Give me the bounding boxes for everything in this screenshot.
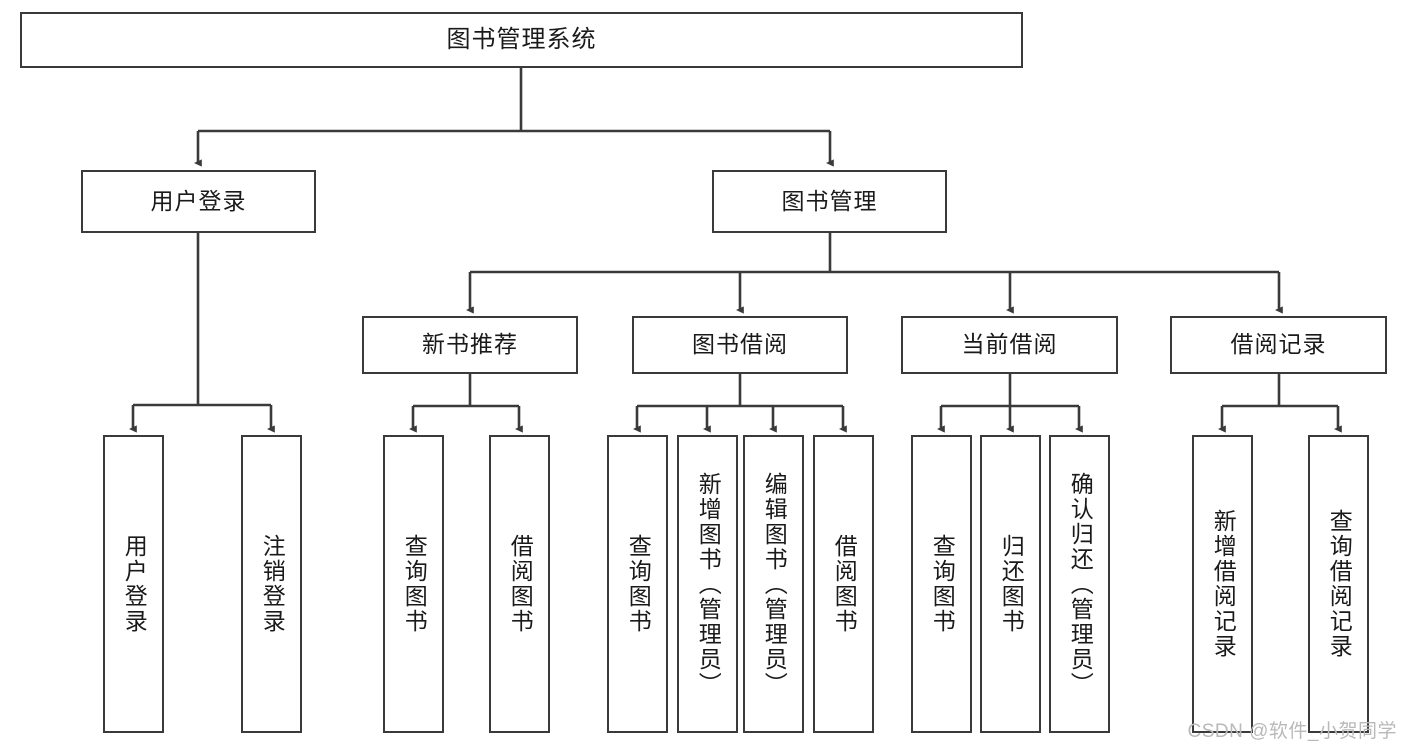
node-label: 确认归还（管理员）	[1067, 471, 1094, 697]
node-label: 注销登录	[259, 534, 286, 634]
node-label: 新书推荐	[422, 331, 518, 358]
node-current-borrow[interactable]: 当前借阅	[901, 316, 1118, 374]
node-label: 查询图书	[625, 534, 652, 634]
leaf-query-book-recommend[interactable]: 查询图书	[383, 435, 444, 733]
node-label: 当前借阅	[961, 331, 1058, 358]
leaf-query-book-current[interactable]: 查询图书	[911, 435, 972, 733]
node-label: 图书管理系统	[446, 25, 597, 53]
node-borrow-record[interactable]: 借阅记录	[1170, 316, 1387, 374]
node-label: 查询图书	[929, 534, 956, 634]
leaf-user-login[interactable]: 用户登录	[103, 435, 164, 733]
node-label: 查询图书	[401, 534, 428, 634]
leaf-query-borrow-record[interactable]: 查询借阅记录	[1308, 435, 1369, 733]
leaf-borrow-book-recommend[interactable]: 借阅图书	[489, 435, 550, 733]
node-book-borrow[interactable]: 图书借阅	[632, 316, 848, 374]
leaf-return-book[interactable]: 归还图书	[980, 435, 1041, 733]
node-book-management[interactable]: 图书管理	[712, 170, 947, 233]
watermark: CSDN @软件_小贺同学	[1187, 721, 1397, 742]
leaf-add-borrow-record[interactable]: 新增借阅记录	[1192, 435, 1253, 733]
node-label: 编辑图书（管理员）	[761, 471, 788, 697]
node-root-system[interactable]: 图书管理系统	[20, 12, 1023, 68]
node-label: 新增借阅记录	[1210, 509, 1237, 659]
node-label: 借阅图书	[831, 534, 858, 634]
node-label: 归还图书	[998, 534, 1025, 634]
node-user-login[interactable]: 用户登录	[81, 170, 316, 233]
node-label: 图书管理	[781, 187, 878, 214]
leaf-add-book-admin[interactable]: 新增图书（管理员）	[677, 435, 738, 733]
leaf-edit-book-admin[interactable]: 编辑图书（管理员）	[743, 435, 804, 733]
leaf-query-book-borrow[interactable]: 查询图书	[607, 435, 668, 733]
node-label: 用户登录	[150, 187, 247, 214]
node-label: 查询借阅记录	[1326, 509, 1353, 659]
leaf-borrow-book[interactable]: 借阅图书	[813, 435, 874, 733]
node-label: 借阅记录	[1230, 331, 1327, 358]
node-label: 用户登录	[121, 534, 148, 634]
leaf-logout[interactable]: 注销登录	[241, 435, 302, 733]
leaf-confirm-return-admin[interactable]: 确认归还（管理员）	[1049, 435, 1110, 733]
node-label: 图书借阅	[692, 331, 788, 358]
node-label: 借阅图书	[507, 534, 534, 634]
node-label: 新增图书（管理员）	[695, 471, 722, 697]
node-new-book-recommend[interactable]: 新书推荐	[362, 316, 578, 374]
